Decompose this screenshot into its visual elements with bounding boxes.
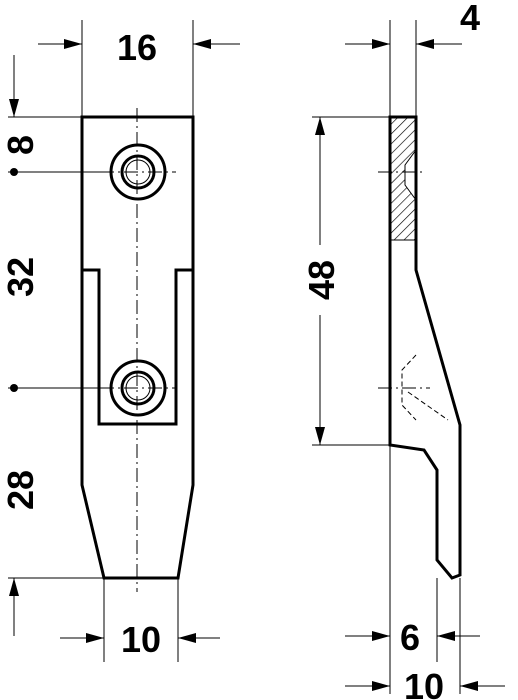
side-outline	[388, 115, 462, 580]
bottom-mounting-hole	[100, 359, 176, 417]
dim-side-thickness: 4	[345, 0, 480, 117]
dim-label-hook-depth: 6	[400, 617, 420, 658]
dim-label-bottom-length: 28	[0, 470, 41, 510]
dim-bottom-width: 10	[60, 578, 220, 662]
dim-label-hole-spacing: 32	[0, 257, 41, 297]
dim-label-bottom-width: 10	[121, 619, 161, 660]
dim-left-vertical: 8 32 28	[0, 55, 104, 636]
dim-hook-depth: 6	[345, 445, 480, 694]
dim-label-offset: 8	[0, 135, 41, 155]
side-countersink	[404, 149, 417, 201]
section-hatch	[390, 117, 416, 240]
dim-side-height: 48	[301, 116, 390, 446]
dim-label-side-thickness: 4	[460, 0, 480, 38]
side-view: 4 48 6 10	[301, 0, 505, 700]
dim-label-side-height: 48	[301, 260, 342, 300]
top-mounting-hole	[100, 143, 176, 201]
dim-top-width: 16	[38, 20, 240, 117]
dim-label-overall-depth: 10	[404, 666, 444, 700]
front-view: 16 10 8 32	[0, 20, 240, 662]
side-hidden-hole	[401, 354, 417, 421]
dim-label-top-width: 16	[117, 27, 157, 68]
dim-overall-depth: 10	[345, 666, 505, 700]
